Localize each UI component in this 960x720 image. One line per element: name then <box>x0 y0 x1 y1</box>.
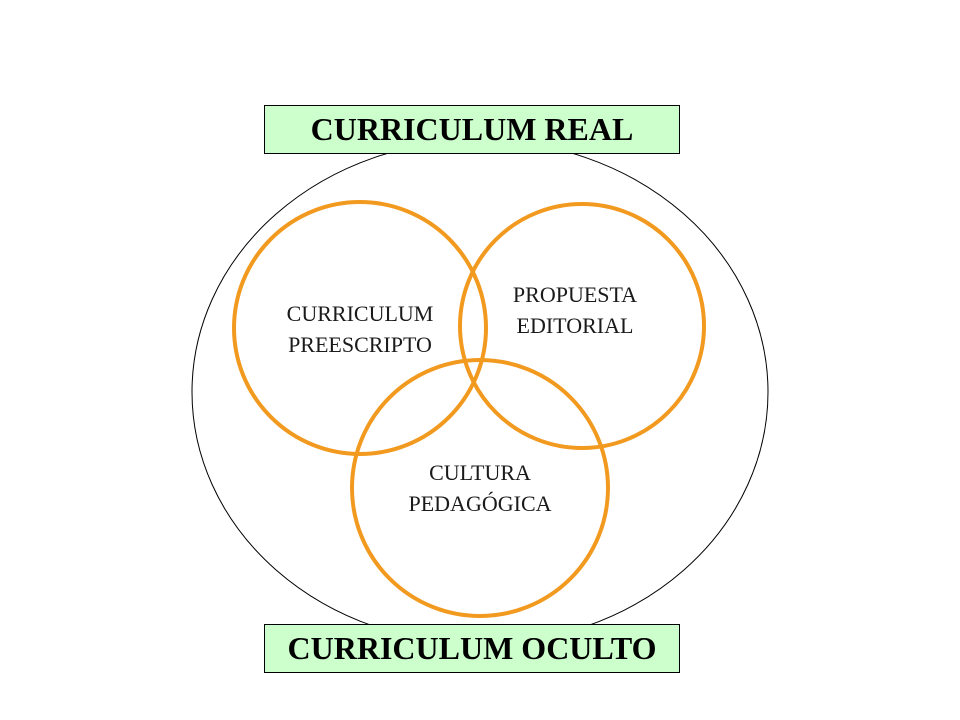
curriculum-oculto-label: CURRICULUM OCULTO <box>287 630 657 666</box>
label-line: PROPUESTA <box>512 282 638 307</box>
label-cultura-pedagogica: CULTURA PEDAGÓGICA <box>375 458 585 520</box>
label-line: EDITORIAL <box>516 312 634 338</box>
curriculum-real-box: CURRICULUM REAL <box>264 105 680 154</box>
label-line: PEDAGÓGICA <box>408 490 552 516</box>
label-line: CULTURA <box>429 460 531 485</box>
label-line: CURRICULUM <box>286 301 434 326</box>
label-line: PREESCRIPTO <box>288 331 432 357</box>
curriculum-oculto-box: CURRICULUM OCULTO <box>264 624 680 673</box>
circle-curriculum-preescripto <box>232 200 488 456</box>
curriculum-real-label: CURRICULUM REAL <box>310 111 634 147</box>
label-propuesta-editorial: PROPUESTA EDITORIAL <box>470 280 680 342</box>
circle-cultura-pedagogica <box>350 358 610 618</box>
label-curriculum-preescripto: CURRICULUM PREESCRIPTO <box>255 299 465 361</box>
circle-propuesta-editorial <box>458 202 706 450</box>
